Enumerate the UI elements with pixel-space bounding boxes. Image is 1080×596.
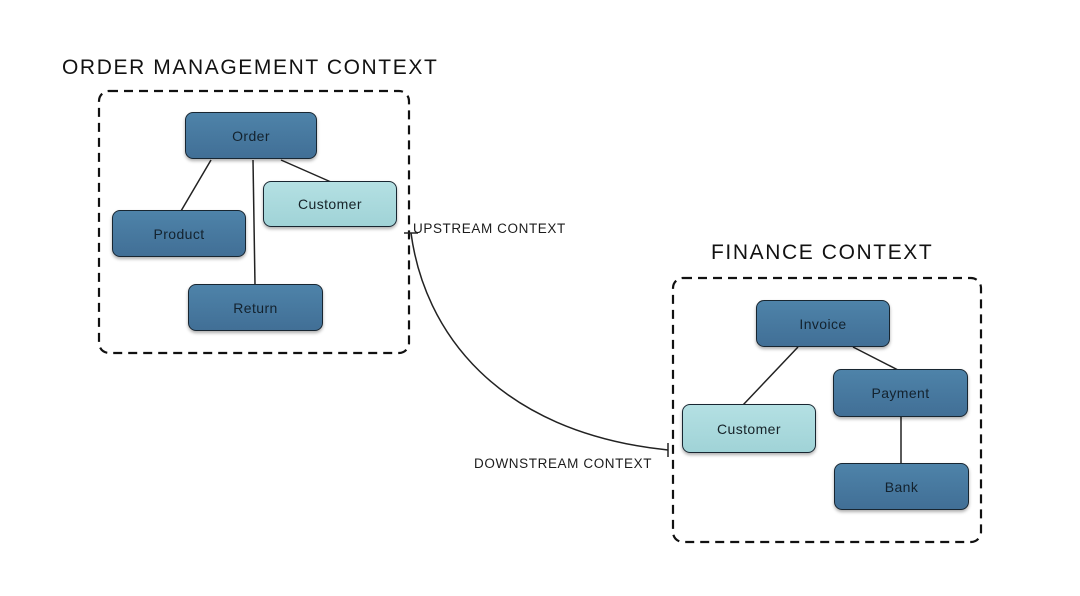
relationship-curve: [410, 232, 669, 451]
entity-invoice: Invoice: [756, 300, 890, 347]
edge-order-return: [252, 159, 256, 286]
edge-invoice-customer: [742, 346, 799, 406]
order-context-title: ORDER MANAGEMENT CONTEXT: [62, 56, 439, 79]
entity-product: Product: [112, 210, 246, 257]
downstream-context-label: DOWNSTREAM CONTEXT: [474, 456, 653, 471]
entity-bank: Bank: [834, 463, 969, 510]
edge-order-customer: [280, 159, 332, 183]
entity-order: Order: [185, 112, 317, 159]
entity-return: Return: [188, 284, 323, 331]
order-context-boundary: [97, 89, 411, 355]
entity-customer-finance-context: Customer: [682, 404, 816, 453]
finance-context-boundary: [671, 276, 983, 544]
edge-invoice-payment: [852, 346, 899, 371]
entity-payment: Payment: [833, 369, 968, 417]
upstream-context-label: UPSTREAM CONTEXT: [413, 221, 566, 236]
finance-context-title: FINANCE CONTEXT: [711, 241, 934, 264]
edge-order-product: [180, 159, 212, 212]
entity-customer-order-context: Customer: [263, 181, 397, 227]
